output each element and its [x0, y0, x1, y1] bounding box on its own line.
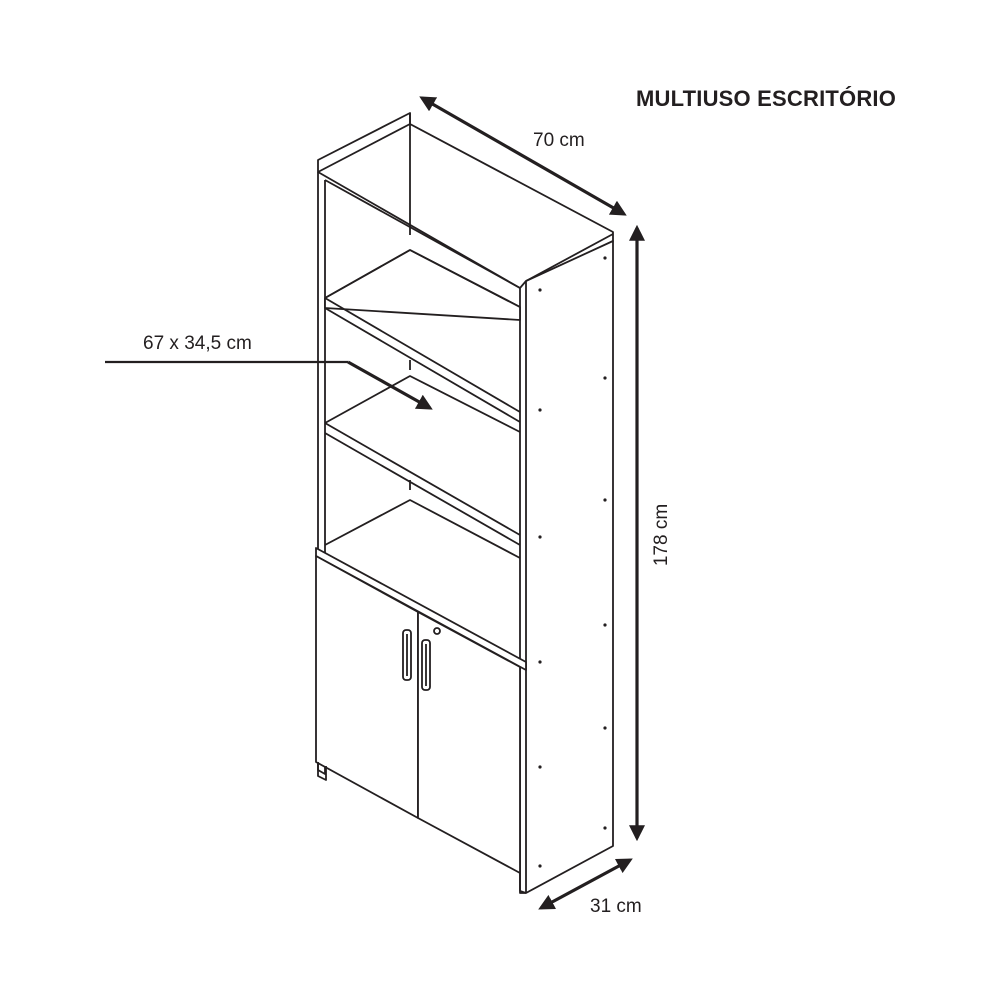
height-label: 178 cm: [651, 503, 672, 567]
depth-label: 31 cm: [590, 896, 642, 917]
cabinet-left-side: [317, 172, 326, 775]
shelf-2: [324, 375, 521, 433]
cabinet-right-side: [519, 240, 614, 894]
shelf-3: [324, 499, 521, 559]
side-holes: [538, 256, 607, 868]
page-title: MULTIUSO ESCRITÓRIO: [636, 86, 897, 111]
dimension-lines: [419, 96, 645, 910]
width-arrow: [419, 96, 627, 216]
shelf-leader: [105, 360, 433, 410]
foot-left: [317, 762, 327, 781]
cabinet: [315, 112, 614, 894]
door-lock: [433, 627, 441, 635]
foot-right: [519, 873, 527, 894]
width-label: 70 cm: [533, 130, 585, 151]
depth-arrow: [538, 858, 633, 910]
door-top-edge: [315, 547, 527, 671]
shelf-size-label: 67 x 34,5 cm: [143, 333, 252, 354]
